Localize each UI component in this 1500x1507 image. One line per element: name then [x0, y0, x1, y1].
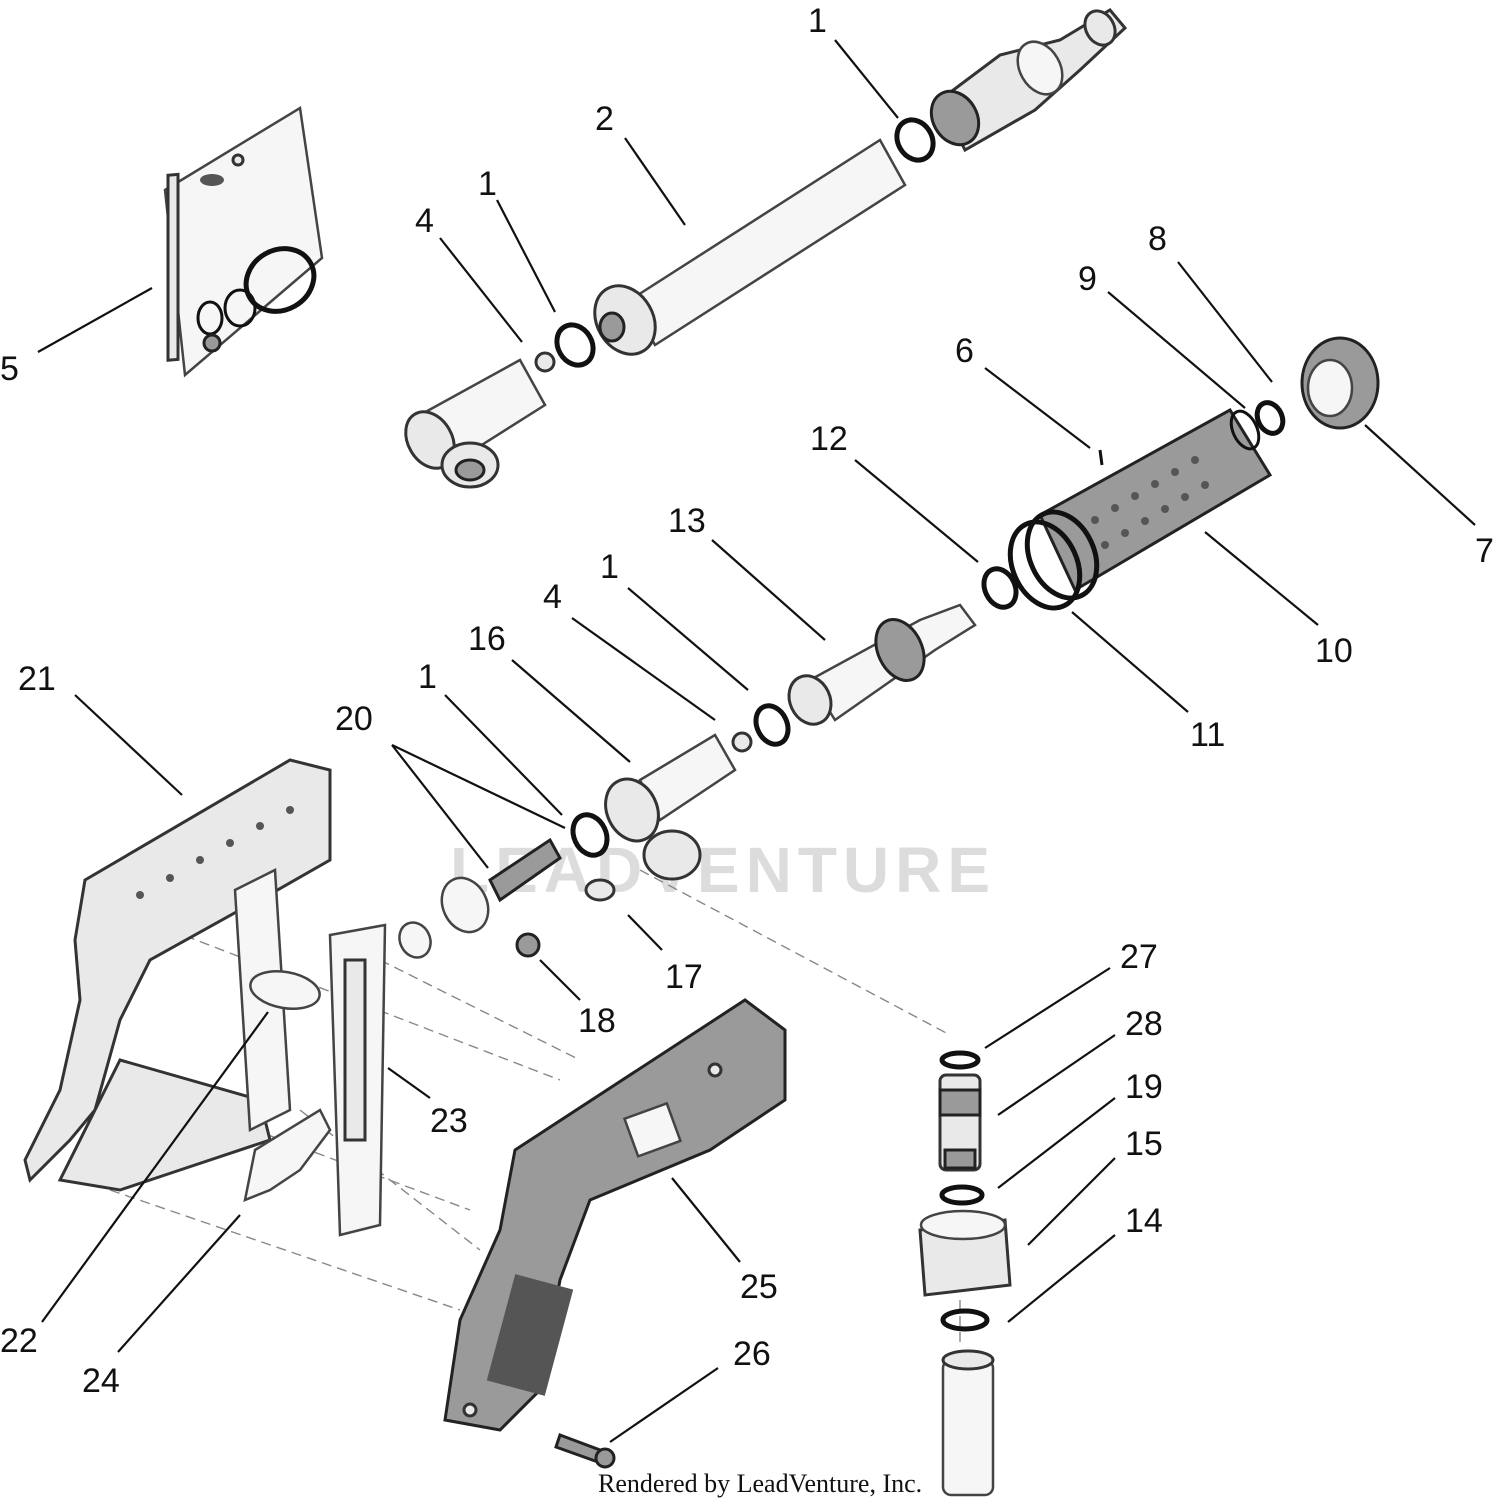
callout-labels: 1 2 1 4 5 8 9 6 12 7 13 1 4 16 10 21 1 2… — [0, 2, 1494, 1400]
upper-wand-assembly — [404, 8, 1128, 489]
callout-19: 19 — [1125, 1068, 1163, 1106]
callout-17: 17 — [665, 958, 703, 996]
callout-10: 10 — [1315, 632, 1353, 670]
screw — [554, 1433, 616, 1469]
callout-22: 22 — [0, 1322, 38, 1360]
callout-23: 23 — [430, 1102, 468, 1140]
trigger-lever — [328, 923, 387, 1237]
callout-1-middle: 1 — [600, 548, 619, 586]
callout-25: 25 — [740, 1268, 778, 1306]
inlet-fitting-stack — [918, 1050, 1012, 1497]
seal-kit-card — [163, 105, 324, 378]
callout-6: 6 — [955, 332, 974, 370]
callout-26: 26 — [733, 1335, 771, 1373]
callout-20: 20 — [335, 700, 373, 738]
right-grip-housing — [443, 998, 787, 1432]
callout-27: 27 — [1120, 938, 1158, 976]
callout-11: 11 — [1190, 716, 1225, 754]
safety-latch — [243, 1108, 332, 1203]
callout-13: 13 — [668, 502, 706, 540]
callout-24: 24 — [82, 1362, 120, 1400]
callout-7: 7 — [1475, 532, 1494, 570]
callout-16: 16 — [468, 620, 506, 658]
callout-1-lower: 1 — [418, 658, 437, 696]
callout-18: 18 — [578, 1002, 616, 1040]
callout-5: 5 — [0, 350, 19, 388]
callout-1-top: 1 — [808, 2, 827, 40]
callout-15: 15 — [1125, 1125, 1163, 1163]
callout-12: 12 — [810, 420, 848, 458]
left-grip-housing — [23, 758, 332, 1192]
callout-4-upper: 4 — [415, 202, 434, 240]
callout-14: 14 — [1125, 1202, 1163, 1240]
callout-4-middle: 4 — [543, 578, 562, 616]
callout-2: 2 — [595, 100, 614, 138]
callout-1-upper-left: 1 — [478, 165, 497, 203]
credit-text: Rendered by LeadVenture, Inc. — [598, 1469, 922, 1498]
callout-21: 21 — [18, 660, 56, 698]
leader-lines — [37, 39, 1476, 1443]
callout-28: 28 — [1125, 1005, 1163, 1043]
callout-9: 9 — [1078, 260, 1097, 298]
callout-8: 8 — [1148, 220, 1167, 258]
lower-wand-assembly — [398, 336, 1380, 959]
